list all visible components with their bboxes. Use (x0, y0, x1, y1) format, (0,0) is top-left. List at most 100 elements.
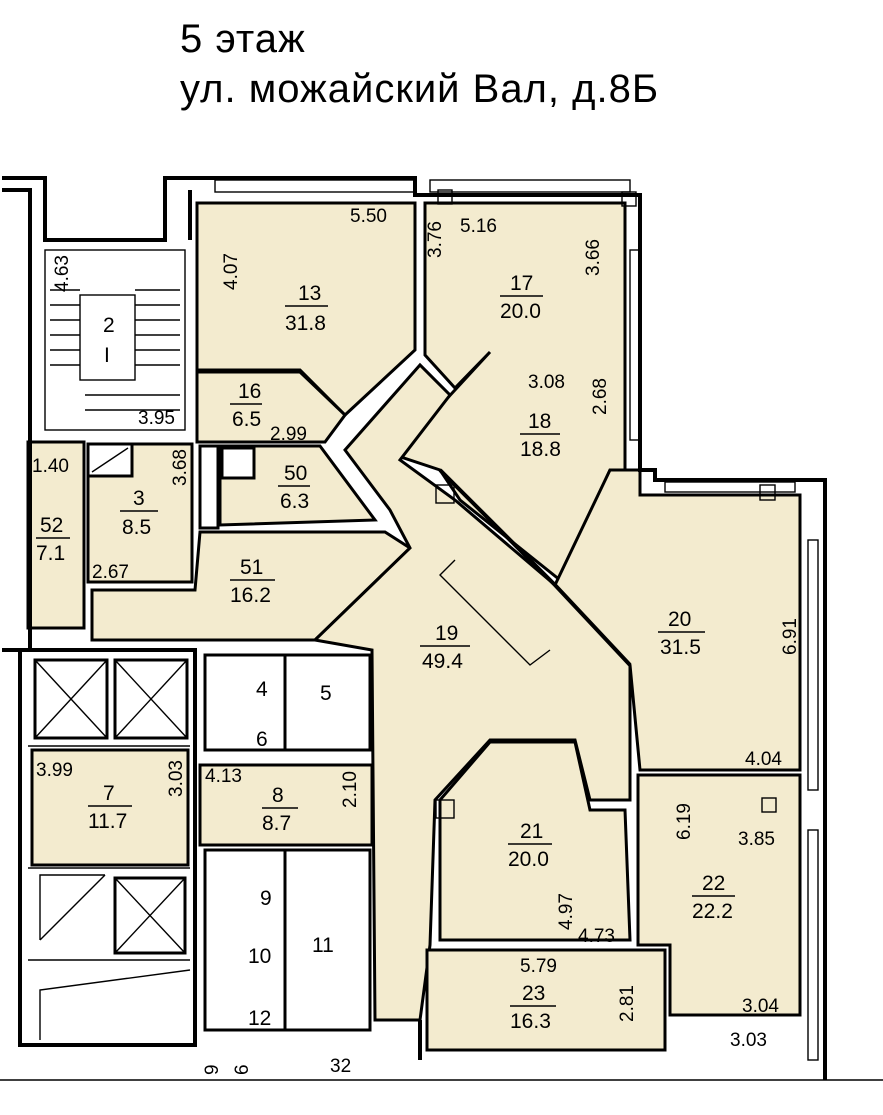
room-23-label: 23 16.3 (510, 982, 556, 1033)
room-50-label: 50 6.3 (278, 462, 310, 513)
dim-4-04: 4.04 (745, 749, 782, 770)
dim-3-95: 3.95 (138, 408, 175, 429)
dim-4-73: 4.73 (578, 926, 615, 947)
room-16-area: 6.5 (232, 408, 261, 431)
room-52-label: 52 7.1 (36, 514, 70, 565)
dim-2-67: 2.67 (92, 562, 129, 583)
dim-3-03-lift: 3.03 (166, 760, 187, 797)
room-19-number: 19 (435, 622, 458, 645)
room-18-number: 18 (528, 410, 551, 433)
room-50-area: 6.3 (280, 490, 309, 513)
floor-label: 5 этаж (180, 17, 306, 61)
room-17-number: 17 (510, 272, 533, 295)
walls (0, 176, 883, 1081)
dim-4-97: 4.97 (556, 893, 577, 930)
dim-3-85: 3.85 (738, 829, 775, 850)
room-21-label: 21 20.0 (508, 820, 552, 871)
room-22-number: 22 (702, 872, 725, 895)
room-8-label: 8 8.7 (262, 784, 298, 835)
room-50-number: 50 (284, 462, 307, 485)
room-23-number: 23 (522, 982, 545, 1005)
room-7-shape (30, 748, 190, 867)
dim-6-19: 6.19 (674, 803, 695, 840)
edge-label-9: 9 (202, 1064, 223, 1075)
dim-5-16: 5.16 (460, 216, 497, 237)
edge-label-32: 32 (330, 1056, 351, 1077)
stair-mark-I: I (104, 344, 110, 367)
room-7-label: 7 11.7 (88, 782, 132, 833)
room-51-shape (90, 530, 413, 642)
room-12-number: 12 (248, 1007, 271, 1030)
room-21-shape (438, 740, 632, 942)
dim-6-91: 6.91 (780, 618, 801, 655)
room-13-label: 13 31.8 (285, 282, 328, 335)
dim-4-63: 4.63 (52, 255, 73, 292)
room-20-number: 20 (668, 608, 691, 631)
dim-5-79: 5.79 (520, 956, 557, 977)
room-21-area: 20.0 (508, 848, 549, 871)
room-16-shape (195, 370, 347, 444)
stair-number-2: 2 (103, 314, 115, 337)
room-19-shape (311, 362, 632, 1022)
dim-3-03: 3.03 (730, 1030, 767, 1051)
plan-title: 5 этаж ул. можайский Вал, д.8Б (180, 14, 659, 114)
room-labels: 13 31.8 17 20.0 16 6.5 18 18.8 50 6.3 3 … (36, 272, 735, 1033)
room-52-area: 7.1 (36, 542, 65, 565)
room-52-number: 52 (40, 514, 63, 537)
room-17-label: 17 20.0 (500, 272, 543, 323)
room-51-area: 16.2 (230, 584, 271, 607)
room-19-label: 19 49.4 (420, 622, 470, 673)
dim-3-66: 3.66 (583, 239, 604, 276)
room-16-number: 16 (238, 380, 261, 403)
room-51-label: 51 16.2 (230, 556, 275, 607)
dim-3-04: 3.04 (742, 996, 779, 1017)
room-22-area: 22.2 (692, 900, 733, 923)
room-22-shape (636, 773, 802, 1017)
edge-label-6: 6 (232, 1064, 253, 1075)
dim-4-07: 4.07 (221, 253, 242, 290)
dim-3-08: 3.08 (528, 372, 565, 393)
room-6-number: 6 (256, 728, 268, 751)
room-23-area: 16.3 (510, 1010, 551, 1033)
room-3-shape (86, 442, 194, 584)
room-numbers: 2 I 4 5 6 9 10 11 12 (103, 314, 334, 1030)
room-17-area: 20.0 (500, 300, 541, 323)
room-22-label: 22 22.2 (692, 872, 735, 923)
room-shapes (26, 201, 802, 1052)
room-7-area: 11.7 (88, 810, 127, 833)
room-8-number: 8 (272, 784, 284, 807)
dim-2-81: 2.81 (617, 985, 638, 1022)
dim-2-10: 2.10 (340, 771, 361, 808)
room-3-area: 8.5 (122, 516, 151, 539)
room-7-number: 7 (103, 782, 115, 805)
room-51-number: 51 (240, 556, 263, 579)
room-3-label: 3 8.5 (120, 487, 158, 539)
dimension-labels: 5.50 3.76 5.16 3.66 4.07 4.63 3.95 3.08 … (32, 206, 801, 1077)
dim-3-68: 3.68 (170, 449, 191, 486)
room-20-label: 20 31.5 (658, 608, 705, 659)
room-13-area: 31.8 (285, 312, 326, 335)
room-21-number: 21 (520, 820, 543, 843)
room-20-area: 31.5 (660, 636, 701, 659)
room-19-area: 49.4 (422, 650, 463, 673)
dim-3-76: 3.76 (425, 221, 446, 258)
address-label: ул. можайский Вал, д.8Б (180, 67, 660, 111)
room-11-number: 11 (312, 934, 334, 957)
dim-2-68: 2.68 (590, 378, 611, 415)
room-5-number: 5 (320, 682, 332, 705)
room-3-number: 3 (133, 487, 145, 510)
room-13-number: 13 (298, 282, 321, 305)
room-18-label: 18 18.8 (520, 410, 561, 461)
room-8-shape (198, 763, 374, 847)
room-9-number: 9 (260, 887, 272, 910)
room-10-number: 10 (248, 945, 271, 968)
dim-1-40: 1.40 (32, 456, 69, 477)
room-23-shape (425, 948, 667, 1052)
room-8-area: 8.7 (262, 812, 291, 835)
dim-5-50: 5.50 (350, 206, 387, 227)
room-4-number: 4 (256, 678, 268, 701)
room-16-label: 16 6.5 (230, 380, 262, 431)
room-18-area: 18.8 (520, 438, 561, 461)
dim-2-99: 2.99 (270, 424, 307, 445)
